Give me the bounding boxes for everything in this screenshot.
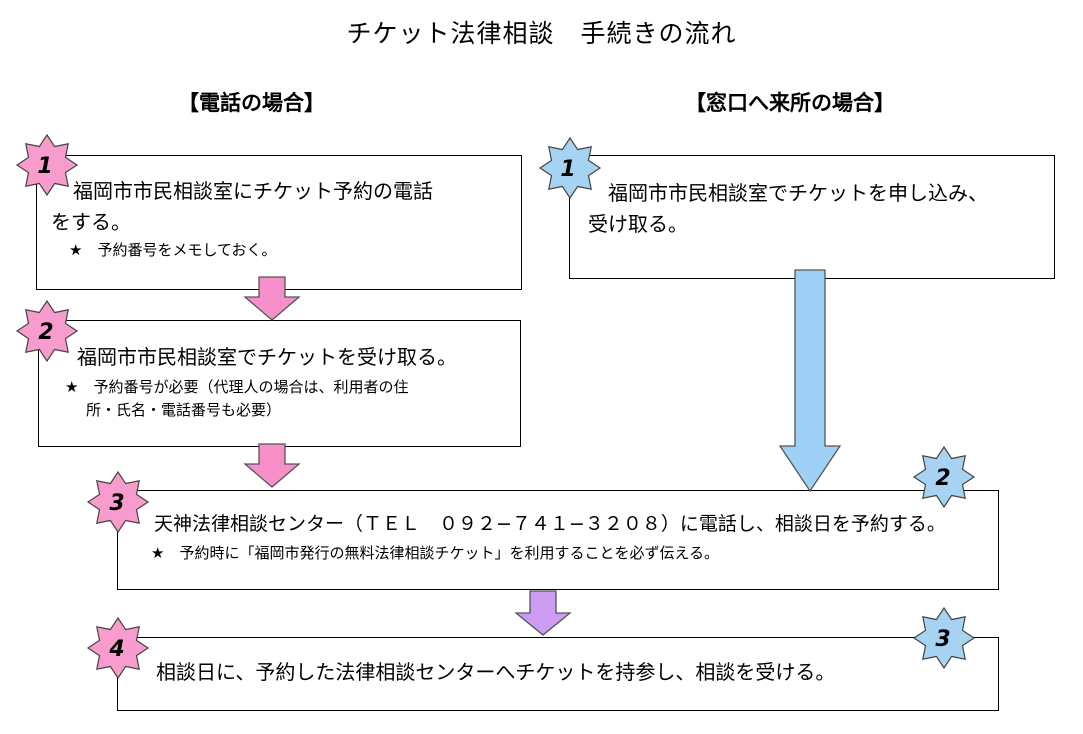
walkin-step3-number: 3 <box>935 627 950 652</box>
walkin-step1-text-line2: 受け取る。 <box>588 212 688 236</box>
phone-step2-number: 2 <box>38 320 53 345</box>
walkin-step2-star-icon: 2 <box>912 445 976 509</box>
common-step4-box: 相談日に、予約した法律相談センターへチケットを持参し、相談を受ける。 <box>117 637 999 711</box>
phone-column-heading: 【電話の場合】 <box>178 91 325 115</box>
phone-step1-text-line1: 福岡市市民相談室にチケット予約の電話 <box>73 179 433 203</box>
purple-down-arrow <box>514 590 572 636</box>
phone-step1-number: 1 <box>37 154 52 179</box>
pink-down-arrow-2 <box>243 443 301 488</box>
phone-step1-star-icon: 1 <box>15 133 79 197</box>
page-title: チケット法律相談 手続きの流れ <box>346 19 737 48</box>
phone-step2-note-line2: 所・氏名・電話番号も必要） <box>86 401 282 419</box>
walkin-step1-box: 福岡市市民相談室でチケットを申し込み、 受け取る。 <box>569 155 1055 279</box>
walkin-step2-number: 2 <box>935 466 950 491</box>
common-step4-number: 4 <box>108 637 124 662</box>
phone-step2-box: 福岡市市民相談室でチケットを受け取る。 ★ 予約番号が必要（代理人の場合は、利用… <box>38 320 521 447</box>
phone-step2-note-line1: ★ 予約番号が必要（代理人の場合は、利用者の住 <box>65 378 409 396</box>
common-step4-text: 相談日に、予約した法律相談センターへチケットを持参し、相談を受ける。 <box>156 660 836 684</box>
walkin-column-heading: 【窓口へ来所の場合】 <box>685 91 895 115</box>
phone-step1-note: ★ 予約番号をメモしておく。 <box>69 241 277 259</box>
common-step3-box: 天神法律相談センター（ＴＥＬ ０９２−７４１−３２０８）に電話し、相談日を予約す… <box>117 490 999 590</box>
walkin-step1-star-icon: 1 <box>538 136 602 200</box>
common-step4-star-icon: 4 <box>86 616 150 680</box>
walkin-step1-number: 1 <box>560 157 575 182</box>
common-step3-text: 天神法律相談センター（ＴＥＬ ０９２−７４１−３２０８）に電話し、相談日を予約す… <box>154 513 946 535</box>
common-step3-note: ★ 予約時に「福岡市発行の無料法律相談チケット」を利用することを必ず伝える。 <box>151 544 720 562</box>
phone-step2-text: 福岡市市民相談室でチケットを受け取る。 <box>77 345 457 369</box>
blue-down-arrow <box>778 269 842 493</box>
phone-step1-box: 福岡市市民相談室にチケット予約の電話 をする。 ★ 予約番号をメモしておく。 <box>36 155 522 290</box>
walkin-step3-star-icon: 3 <box>912 606 976 670</box>
common-step3-star-icon: 3 <box>86 470 150 534</box>
walkin-step1-text-line1: 福岡市市民相談室でチケットを申し込み、 <box>608 181 988 205</box>
pink-down-arrow-1 <box>243 276 301 321</box>
phone-step2-star-icon: 2 <box>15 299 79 363</box>
phone-step1-text-line2: をする。 <box>51 210 131 234</box>
common-step3-number: 3 <box>109 491 124 516</box>
